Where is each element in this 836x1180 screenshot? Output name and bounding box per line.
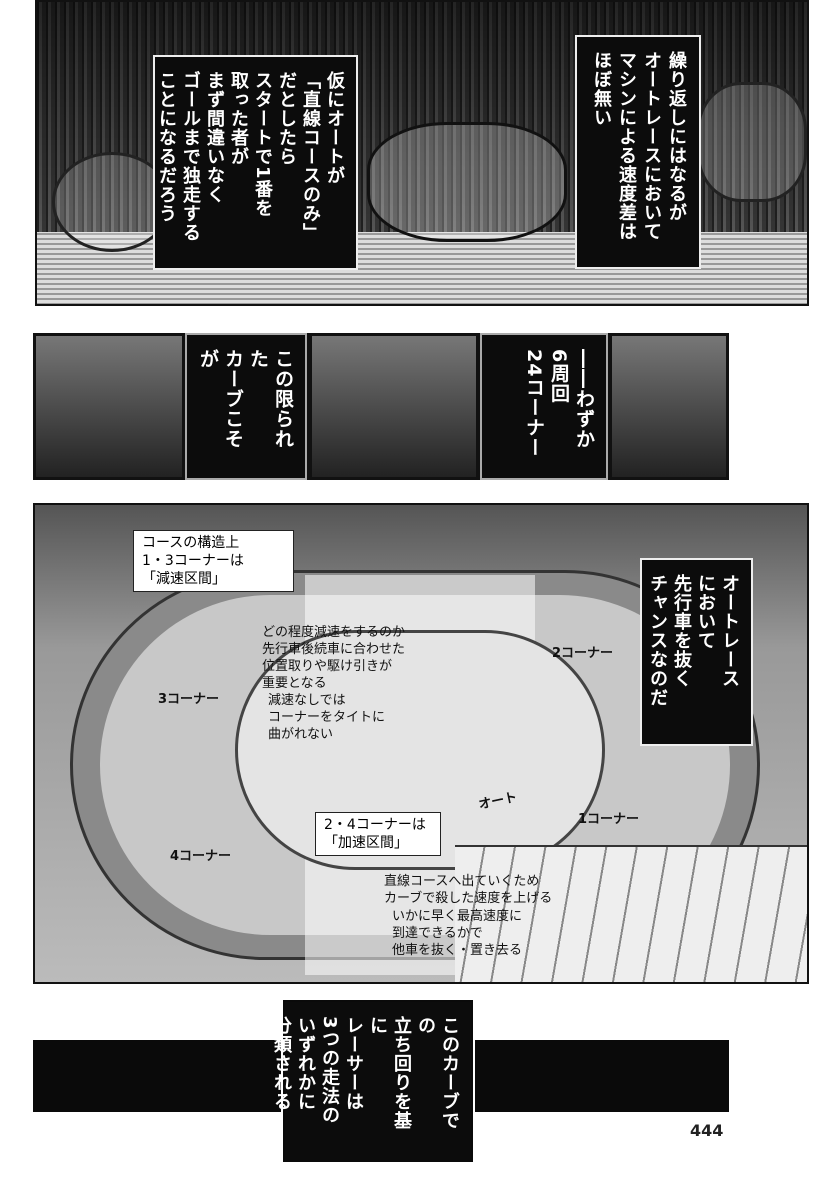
black-bar-right [475, 1040, 729, 1112]
motorcycle-left [52, 152, 172, 252]
label-corner-2: 2コーナー [552, 646, 614, 661]
caption-straight-course: 仮にオートが 「直線コースのみ」 だとしたら スタートで1番を 取った者が まず… [153, 55, 358, 270]
motorcycle-center [367, 122, 567, 242]
strip-block-1 [36, 336, 182, 477]
caption-six-laps: ――わずか 6周回 24コーナー [480, 333, 608, 480]
strip-block-3 [612, 336, 726, 477]
note-no-deceleration: 減速なしでは コーナーをタイトに 曲がれない [268, 693, 386, 742]
caption-speed-difference: 繰り返しにはなるが オートレースにおいて マシンによる速度差は ほぼ無い [575, 35, 701, 269]
page-number: 444 [690, 1121, 724, 1140]
note-top-speed: いかに早く最高速度に 到達できるかで 他車を抜く・置き去る [392, 909, 523, 958]
label-corner-3: 3コーナー [158, 692, 220, 707]
label-corner-24-accel: 2・4コーナーは 「加速区間」 [315, 812, 441, 856]
label-corner-1: 1コーナー [578, 812, 640, 827]
caption-overtake-chance: オートレース において 先行車を抜く チャンスなのだ [640, 558, 753, 746]
panel-track-overview [33, 503, 809, 984]
caption-three-styles: このカーブでの 立ち回りを基に レーサーは 3つの走法の いずれかに 分類される [271, 1000, 473, 1162]
motorcycle-right [697, 82, 807, 202]
note-deceleration: どの程度減速をするのか 先行車後続車に合わせた 位置取りや駆け引きが 重要となる [262, 625, 406, 691]
stands [455, 845, 807, 982]
strip-block-2 [312, 336, 476, 477]
black-bar-left [33, 1040, 281, 1112]
note-acceleration: 直線コースへ出ていくため カーブで殺した速度を上げる [384, 874, 553, 906]
label-corner-13-decel: コースの構造上 1・3コーナーは 「減速区間」 [133, 530, 294, 592]
caption-limited-curves: この限られた カーブこそが [185, 333, 307, 480]
label-corner-4: 4コーナー [170, 849, 232, 864]
